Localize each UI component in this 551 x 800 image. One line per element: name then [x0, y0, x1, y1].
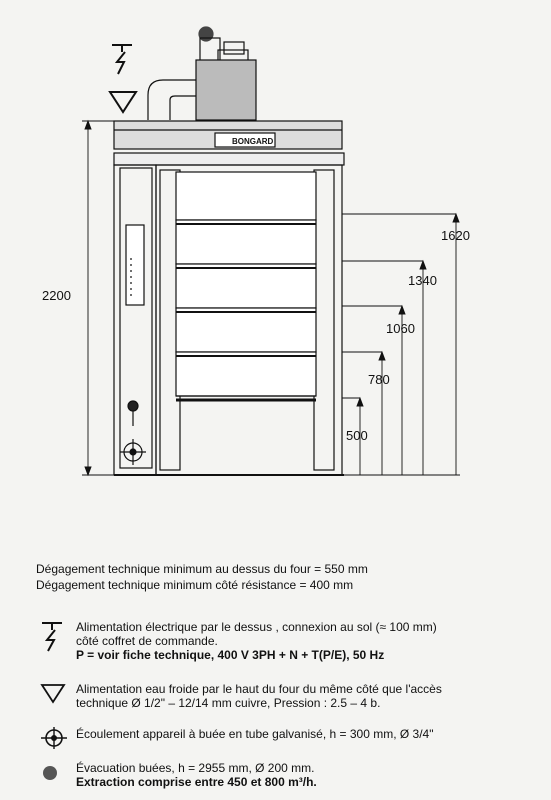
- legend-electric-line1: Alimentation électrique par le dessus , …: [76, 620, 437, 634]
- legend-electric-line3: P = voir fiche technique, 400 V 3PH + N …: [76, 648, 385, 662]
- dimension-lines: [82, 119, 460, 477]
- filled-circle-icon: [43, 766, 57, 780]
- extraction-duct: [147, 37, 257, 121]
- legend-electric: Alimentation électrique par le dessus , …: [40, 620, 545, 662]
- oven-body: BONGARD: [113, 120, 345, 476]
- crosshair-circle-icon: [41, 727, 67, 749]
- dim-1340: 1340: [408, 273, 437, 288]
- legend-water: Alimentation eau froide par le haut du f…: [40, 682, 545, 710]
- dim-1620: 1620: [441, 228, 470, 243]
- legend-steam: Évacuation buées, h = 2955 mm, Ø 200 mm.…: [40, 761, 545, 790]
- legend-water-line1: Alimentation eau froide par le haut du f…: [76, 682, 442, 696]
- note-top-clearance: Dégagement technique minimum au dessus d…: [36, 562, 368, 576]
- legend-drain: Écoulement appareil à buée en tube galva…: [40, 727, 545, 754]
- note-side-clearance: Dégagement technique minimum côté résist…: [36, 578, 354, 592]
- triangle-down-icon: [40, 684, 66, 704]
- dim-1060: 1060: [386, 321, 415, 336]
- dim-2200: 2200: [42, 288, 71, 303]
- brand-label: BONGARD: [232, 137, 274, 146]
- lightning-icon: [42, 622, 62, 652]
- legend-drain-line1: Écoulement appareil à buée en tube galva…: [76, 727, 434, 741]
- technical-notes: Dégagement technique minimum au dessus d…: [36, 561, 368, 593]
- oven-technical-drawing: BONGARD: [42, 26, 470, 477]
- legend-steam-line2: Extraction comprise entre 450 et 800 m³/…: [76, 775, 317, 789]
- lightning-icon: [112, 44, 132, 75]
- dim-780: 780: [368, 372, 390, 387]
- triangle-down-icon: [108, 91, 138, 114]
- dim-500: 500: [346, 428, 368, 443]
- legend-water-line2: technique Ø 1/2" – 12/14 mm cuivre, Pres…: [76, 696, 381, 710]
- filled-circle-icon: [198, 26, 214, 42]
- legend-steam-line1: Évacuation buées, h = 2955 mm, Ø 200 mm.: [76, 761, 315, 775]
- legend-electric-line2: côté coffret de commande.: [76, 634, 218, 648]
